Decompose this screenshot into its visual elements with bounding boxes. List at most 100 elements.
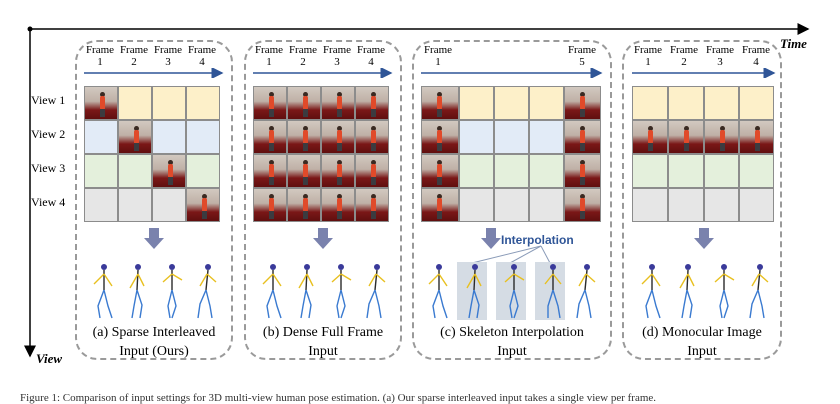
interpolation-label: Interpolation — [501, 233, 574, 247]
grid-cell — [459, 154, 494, 188]
frame-image — [186, 188, 220, 222]
view-axis-label: View — [36, 351, 63, 366]
down-arrow — [694, 228, 714, 249]
frame-image — [668, 120, 704, 154]
time-arrow — [421, 68, 603, 78]
figure-caption-text: Figure 1: Comparison of input settings f… — [20, 392, 657, 404]
grid-monocular — [632, 86, 774, 222]
grid-cell — [118, 86, 152, 120]
grid-cell — [84, 120, 118, 154]
skeleton-figure — [466, 264, 482, 319]
frame-image — [118, 120, 152, 154]
down-arrow — [144, 228, 164, 249]
skeleton-figure — [576, 264, 596, 319]
frame-image — [321, 154, 355, 188]
skeleton-figure — [162, 264, 183, 319]
grid-dense — [253, 86, 389, 222]
frame-image — [355, 86, 389, 120]
skeleton-figure — [428, 264, 448, 319]
skeleton-figure — [641, 264, 661, 319]
skeleton-row — [428, 264, 596, 319]
grid-cell — [632, 154, 668, 188]
grid-cell — [529, 154, 564, 188]
grid-cell — [118, 154, 152, 188]
grid-cell — [118, 188, 152, 222]
grid-cell — [152, 120, 186, 154]
grid-cell — [494, 120, 529, 154]
view-label-3: View 3 — [31, 161, 66, 175]
grid-cell — [459, 120, 494, 154]
skeleton-figure — [197, 264, 217, 319]
grid-cell — [704, 86, 739, 120]
frame-image — [564, 120, 601, 154]
grid-cell — [84, 188, 118, 222]
panel-monocular-image — [622, 40, 782, 360]
frame-image — [355, 154, 389, 188]
skeleton-figure — [749, 264, 769, 319]
grid-cell — [668, 154, 704, 188]
grid-cell — [632, 188, 668, 222]
frame-image — [321, 188, 355, 222]
grid-cell — [494, 86, 529, 120]
grid-cell — [152, 86, 186, 120]
frame-image — [287, 120, 321, 154]
frame-image — [355, 188, 389, 222]
frame-image — [564, 188, 601, 222]
grid-cell — [84, 154, 118, 188]
frame-image — [253, 86, 287, 120]
view-label-2: View 2 — [31, 127, 66, 141]
grid-cell — [632, 86, 668, 120]
grid-sparse — [84, 86, 220, 222]
grid-cell — [529, 86, 564, 120]
grid-interpolation — [421, 86, 601, 222]
skeleton-figure — [93, 264, 113, 319]
skeleton-row — [262, 264, 386, 319]
frame-image — [421, 154, 459, 188]
skeleton-figure — [679, 264, 695, 319]
time-axis-label: Time — [780, 36, 807, 51]
grid-cell — [152, 188, 186, 222]
frame-image — [321, 120, 355, 154]
grid-cell — [186, 120, 220, 154]
skeleton-figure — [262, 264, 282, 319]
frame-image — [287, 154, 321, 188]
frame-image — [321, 86, 355, 120]
skeleton-figure — [366, 264, 386, 319]
panel-sparse-interleaved — [75, 40, 233, 360]
frame-image — [704, 120, 739, 154]
grid-cell — [529, 120, 564, 154]
time-arrow — [632, 68, 776, 78]
skeleton-figure — [331, 264, 352, 319]
view-label-4: View 4 — [31, 195, 66, 209]
skeleton-figure — [504, 264, 525, 319]
grid-cell — [459, 188, 494, 222]
skeleton-figure — [544, 264, 562, 319]
grid-cell — [739, 154, 774, 188]
grid-cell — [494, 154, 529, 188]
grid-cell — [704, 154, 739, 188]
skeleton-figure — [714, 264, 735, 319]
view-label-1: View 1 — [31, 93, 66, 107]
frame-image — [287, 188, 321, 222]
time-arrow — [84, 68, 224, 78]
frame-image — [421, 120, 459, 154]
frame-image — [564, 154, 601, 188]
skeleton-row — [641, 264, 769, 319]
